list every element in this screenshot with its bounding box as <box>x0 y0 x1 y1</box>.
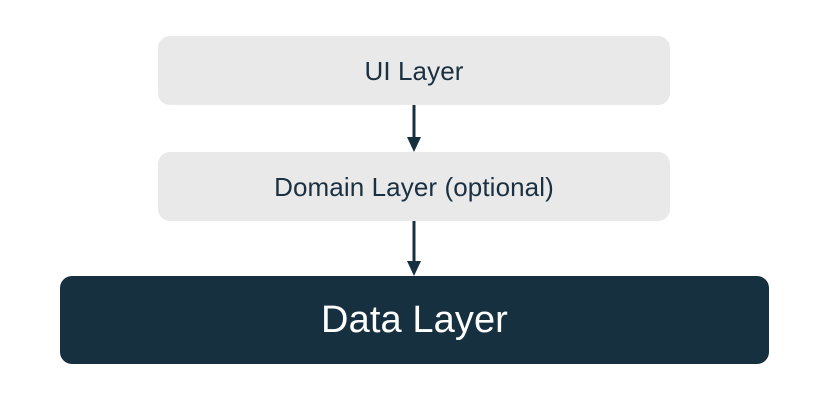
layer-label-ui-layer: UI Layer <box>364 55 464 86</box>
arrow-down-icon-domain-to-data <box>407 221 421 276</box>
arrow-down-icon-ui-to-domain <box>407 105 421 152</box>
layer-label-data-layer: Data Layer <box>321 299 508 341</box>
layer-box-ui-layer[interactable]: UI Layer <box>158 36 670 105</box>
layer-label-domain-layer: Domain Layer (optional) <box>274 171 554 202</box>
layer-box-domain-layer[interactable]: Domain Layer (optional) <box>158 152 670 221</box>
layer-box-data-layer[interactable]: Data Layer <box>60 276 769 364</box>
